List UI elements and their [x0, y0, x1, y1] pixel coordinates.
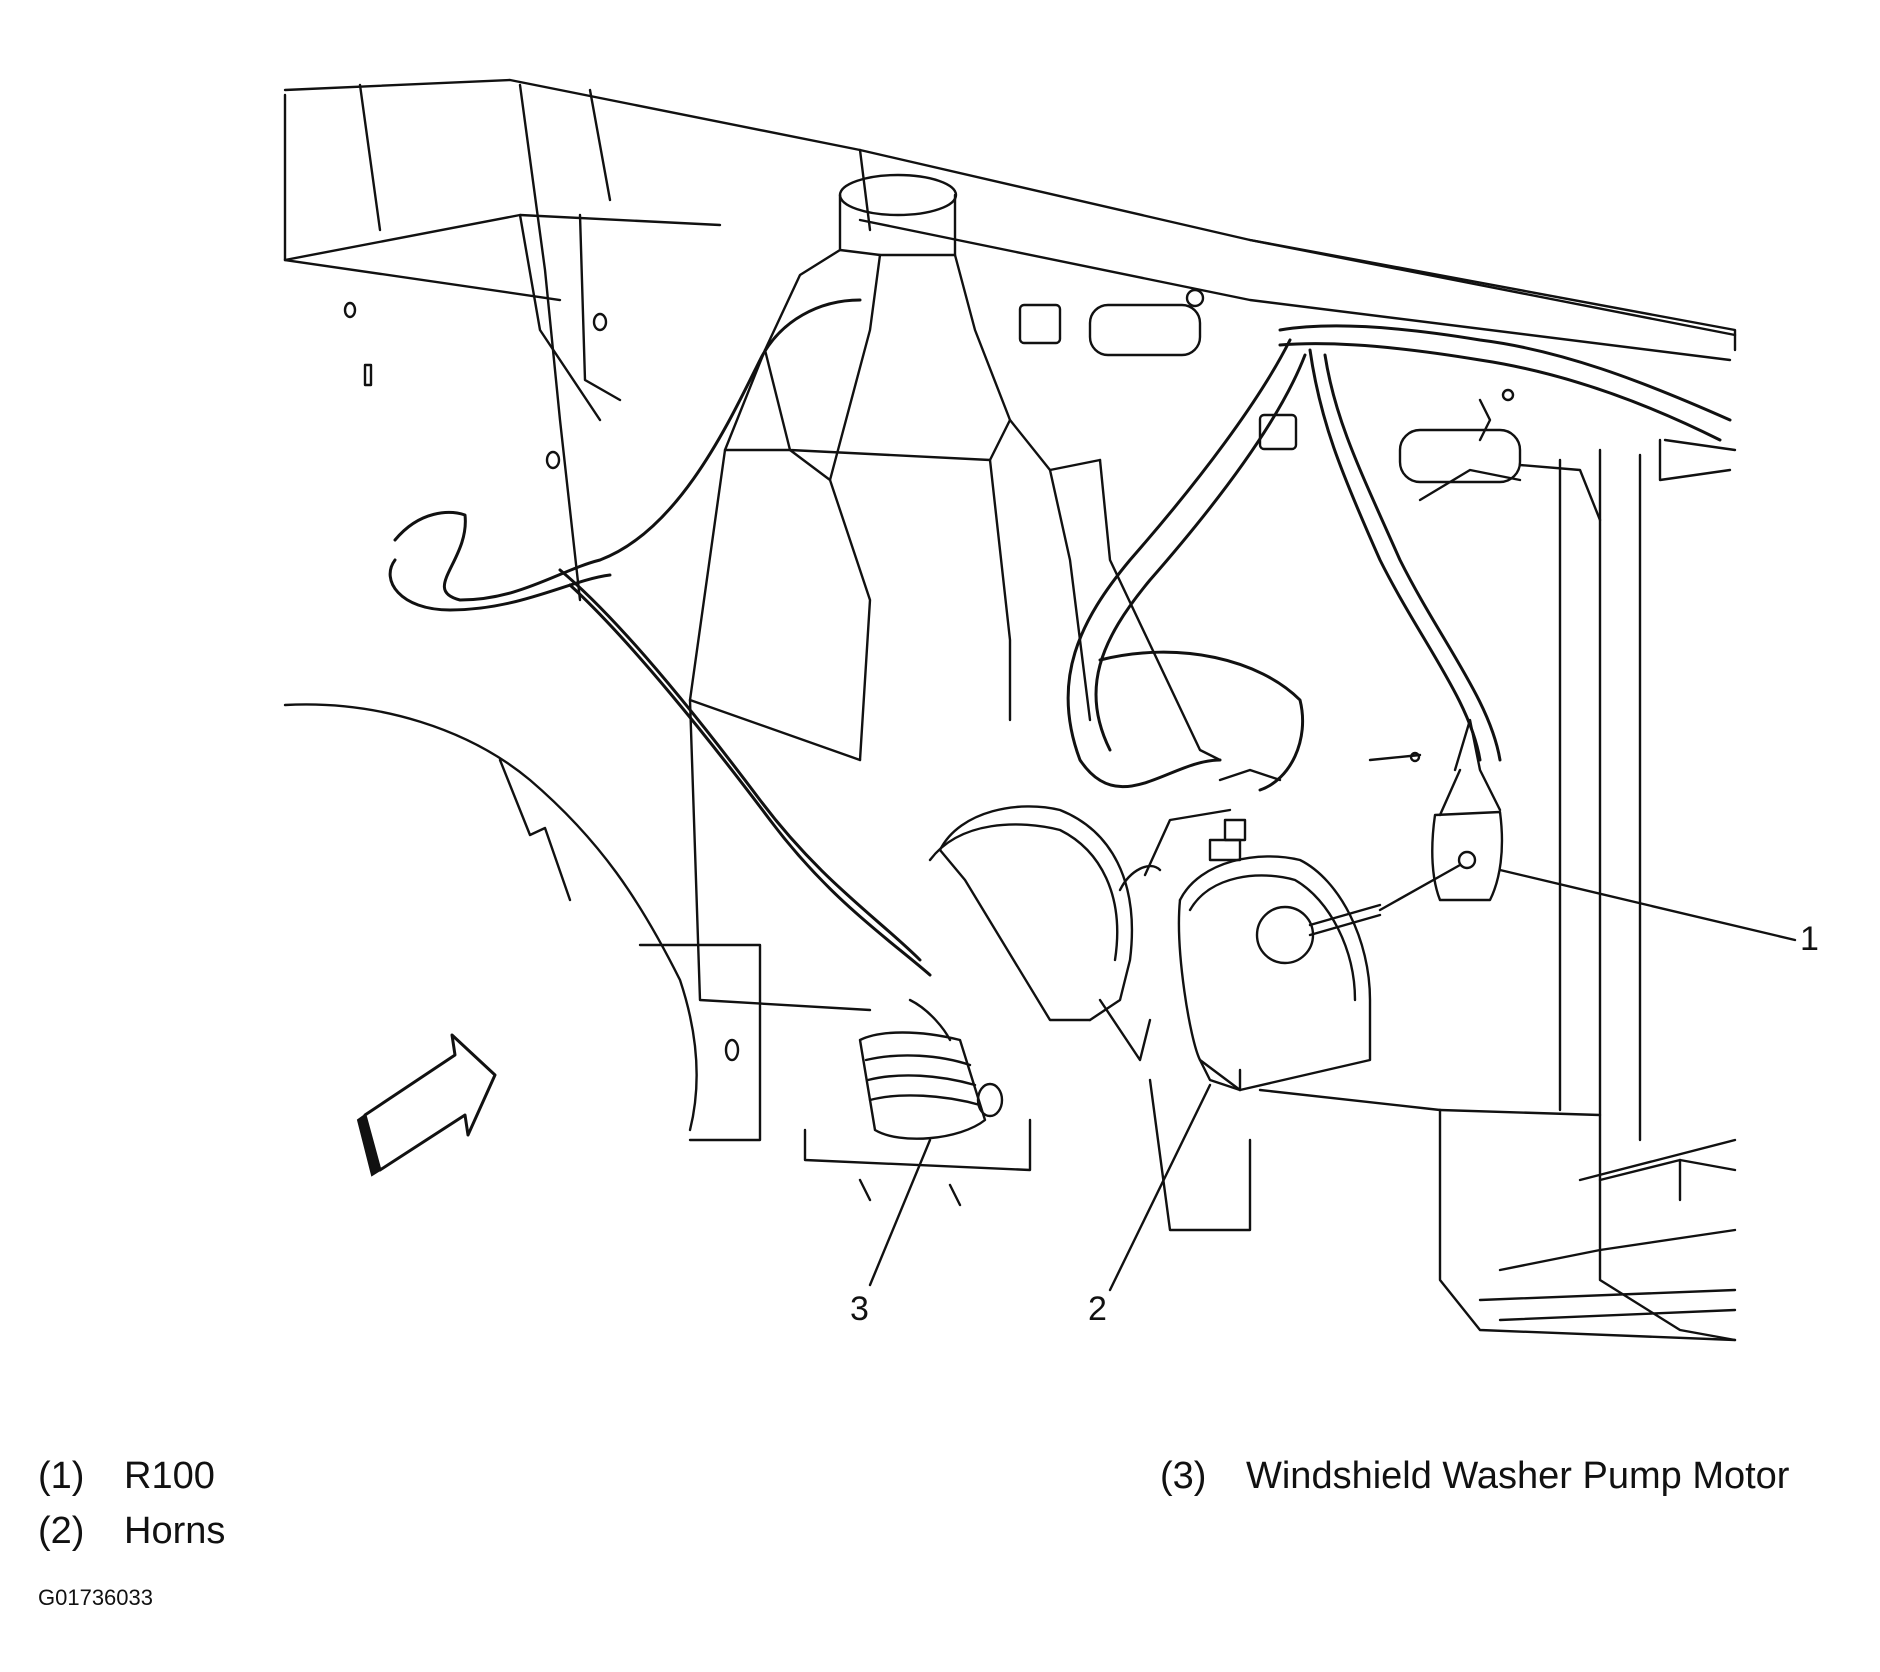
leader-line-3: [868, 1138, 932, 1287]
harness-connectors: [1018, 288, 1522, 484]
horn-mounting-hardware: [1118, 751, 1422, 892]
legend-item-3: (3) Windshield Washer Pump Motor: [1160, 1455, 1789, 1498]
horns: [928, 805, 1382, 1092]
callout-label-3: 3: [850, 1290, 869, 1328]
figure-id: G01736033: [38, 1585, 153, 1610]
legend-text-2: Horns: [124, 1510, 226, 1552]
radiator-support: [1148, 438, 1737, 1342]
legend-number-2: (2): [38, 1510, 85, 1552]
r100-resistor: [1378, 718, 1504, 912]
body-panel: [283, 78, 1737, 602]
washer-pump-motor: [803, 998, 1032, 1207]
wiring-harness: [388, 298, 1732, 977]
legend-text-3: Windshield Washer Pump Motor: [1246, 1455, 1790, 1497]
callout-label-1: 1: [1800, 920, 1819, 958]
legend-item-1: (1) R100: [38, 1455, 215, 1498]
engine-bay-line-drawing: [283, 78, 1797, 1342]
view-direction-arrow-icon: [356, 1033, 497, 1177]
callout-label-2: 2: [1088, 1290, 1107, 1328]
fender-arc: [283, 703, 762, 1142]
leader-line-1: [1498, 868, 1797, 942]
legend-number-1: (1): [38, 1455, 85, 1497]
leader-line-2: [1108, 1083, 1212, 1292]
legend-number-3: (3): [1160, 1455, 1207, 1497]
legend-text-1: R100: [124, 1455, 215, 1497]
legend-item-2: (2) Horns: [38, 1510, 225, 1553]
